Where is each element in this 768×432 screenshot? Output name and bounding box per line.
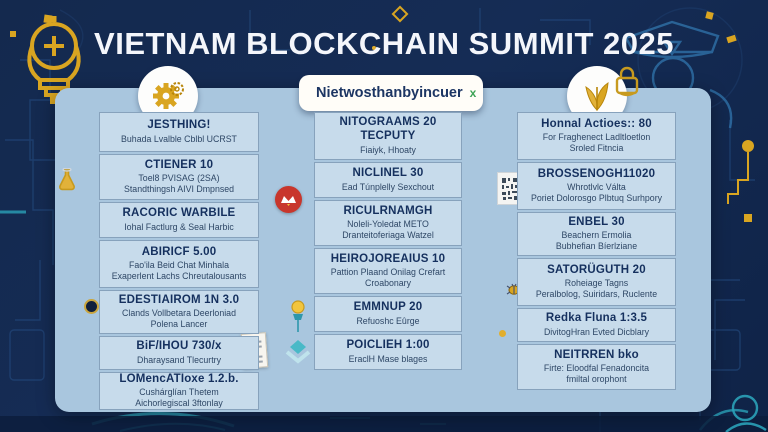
right-column: Honnal Actioes:: 80 For Fraghenect Ladlt… <box>517 112 676 390</box>
item-subtext: Cushárglían Thetem Aichorlegiscal 3ftonl… <box>135 387 223 409</box>
item-subtext: For Fraghenect Ladltloetlon Sroled Fitnc… <box>542 132 651 154</box>
list-item: Redka Fluna 1:3.5 DivitogHran Evted Dicb… <box>517 308 676 342</box>
list-item: RICULRNAMGH Noleli-Yoledat METO Dranteit… <box>314 200 462 246</box>
item-heading: Honnal Actioes:: 80 <box>541 117 652 130</box>
list-item: CTIENER 10 Toel8 PVISAG (2SA) Standthing… <box>99 154 259 200</box>
item-heading: SATORÜGUTH 20 <box>547 263 646 276</box>
item-subtext: DivitogHran Evted Dicblary <box>543 326 650 337</box>
item-heading: RACORIC WARBILE <box>122 207 236 220</box>
close-icon[interactable]: x <box>469 86 477 100</box>
item-heading: NEITRREN bko <box>554 348 639 361</box>
summit-badge: Nietwosthanbyincuer x <box>299 75 483 111</box>
item-heading: POICLIEH 1:00 <box>346 339 430 352</box>
circuit-trace-icon <box>727 140 754 204</box>
gold-square-decoration <box>744 214 752 222</box>
list-item: EDESTIAIROM 1N 3.0 Clands Vollbetara Dee… <box>99 290 259 334</box>
item-subtext: Beachern Ermolia Bubhefian Bíerlziane <box>555 230 638 252</box>
page-title: VIETNAM BLOCKCHAIN SUMMIT 2025 <box>94 26 674 61</box>
item-heading: ABIRICF 5.00 <box>141 245 217 258</box>
item-subtext: Ead Túnplelly Sexchout <box>341 181 435 192</box>
item-heading: NICLINEL 30 <box>352 167 424 180</box>
list-item: LOMencATIoxe 1.2.b. Cushárglían Thetem A… <box>99 372 259 410</box>
red-emblem-icon <box>275 186 302 213</box>
gold-dot-decoration <box>499 330 506 337</box>
gold-dot-decoration <box>372 46 376 50</box>
item-heading: BROSSENOGH11020 <box>537 167 656 180</box>
item-heading: HEIROJOREAIUS 10 <box>330 252 446 265</box>
list-item: POICLIEH 1:00 EraclH Mase blages <box>314 334 462 370</box>
item-heading: EDESTIAIROM 1N 3.0 <box>118 293 240 306</box>
list-item: EMMNUP 20 Refuoshc Eûrge <box>314 296 462 332</box>
list-item: BiF/IHOU 730/x Dharaysand Tlecurtry <box>99 336 259 370</box>
list-item: BROSSENOGH11020 Whrotlvlc Válta Poriet D… <box>517 162 676 210</box>
item-subtext: Iohal Factlurg & Seal Harbic <box>124 221 234 232</box>
item-subtext: Roheiage Tagns Peralbolog, Suiridars, Ru… <box>535 278 658 300</box>
item-subtext: Fao'ila Beid Chat Minhala Exaperlent Lac… <box>111 260 247 282</box>
middle-column: NITOGRAAMS 20 TECPUTY Fiaiyk, Hhoaty NIC… <box>314 112 462 370</box>
list-item: RACORIC WARBILE Iohal Factlurg & Seal Ha… <box>99 202 259 238</box>
item-subtext: EraclH Mase blages <box>348 353 428 364</box>
item-subtext: Clands Vollbetara Deerloniad Polena Lanc… <box>122 308 236 330</box>
item-heading: JESTHING! <box>147 119 211 132</box>
chevron-down-icon <box>285 340 311 364</box>
item-subtext: Pattion Plaand Onilag Crefart Croabonary <box>330 267 446 289</box>
item-subtext: Toel8 PVISAG (2SA) Standthingsh AIVI Dmp… <box>123 173 235 195</box>
item-heading: EMMNUP 20 <box>353 301 423 314</box>
list-item: JESTHING! Buhada Lvalble Cblbl UCRST <box>99 112 259 152</box>
item-subtext: Fiaiyk, Hhoaty <box>360 144 416 155</box>
list-item: NITOGRAAMS 20 TECPUTY Fiaiyk, Hhoaty <box>314 112 462 160</box>
item-heading: Redka Fluna 1:3.5 <box>545 312 648 325</box>
list-item: SATORÜGUTH 20 Roheiage Tagns Peralbolog,… <box>517 258 676 306</box>
item-subtext: Buhada Lvalble Cblbl UCRST <box>121 133 237 144</box>
list-item: Honnal Actioes:: 80 For Fraghenect Ladlt… <box>517 112 676 160</box>
dark-coin-icon <box>84 299 99 314</box>
padlock-icon <box>615 66 639 97</box>
item-heading: RICULRNAMGH <box>343 204 433 217</box>
item-subtext: Firte: Eloodfal Fenadoncita fmiltal orop… <box>543 363 650 385</box>
leaf-icon <box>585 82 609 112</box>
item-heading: NITOGRAAMS 20 TECPUTY <box>339 116 437 142</box>
left-column: JESTHING! Buhada Lvalble Cblbl UCRST CTI… <box>99 112 259 410</box>
item-heading: ENBEL 30 <box>568 215 625 228</box>
item-subtext: Dharaysand Tlecurtry <box>137 354 221 365</box>
gold-square-decoration <box>43 14 53 24</box>
item-heading: BiF/IHOU 730/x <box>136 340 222 353</box>
item-subtext: Noleli-Yoledat METO Dranteitoferiaga Wat… <box>342 219 434 241</box>
gear-icon <box>153 82 184 109</box>
list-item: HEIROJOREAIUS 10 Pattion Plaand Onilag C… <box>314 248 462 294</box>
list-item: ABIRICF 5.00 Fao'ila Beid Chat Minhala E… <box>99 240 259 288</box>
item-heading: CTIENER 10 <box>144 158 214 171</box>
item-heading: LOMencATIoxe 1.2.b. <box>119 372 239 385</box>
list-item: NICLINEL 30 Ead Túnplelly Sexchout <box>314 162 462 198</box>
list-item: ENBEL 30 Beachern Ermolia Bubhefian Bíer… <box>517 212 676 256</box>
gold-diamond-decoration <box>391 5 409 23</box>
list-item: NEITRREN bko Firte: Eloodfal Fenadoncita… <box>517 344 676 390</box>
person-outline-icon <box>725 394 767 432</box>
bulb-pin-icon <box>291 300 305 332</box>
gold-square-decoration <box>10 31 16 37</box>
flask-icon <box>59 168 75 191</box>
item-subtext: Refuoshc Eûrge <box>356 315 420 326</box>
item-subtext: Whrotlvlc Válta Poriet Dolorosgo Plbtuq … <box>530 182 663 204</box>
gold-square-decoration <box>705 11 714 20</box>
badge-label: Nietwosthanbyincuer <box>316 85 463 101</box>
